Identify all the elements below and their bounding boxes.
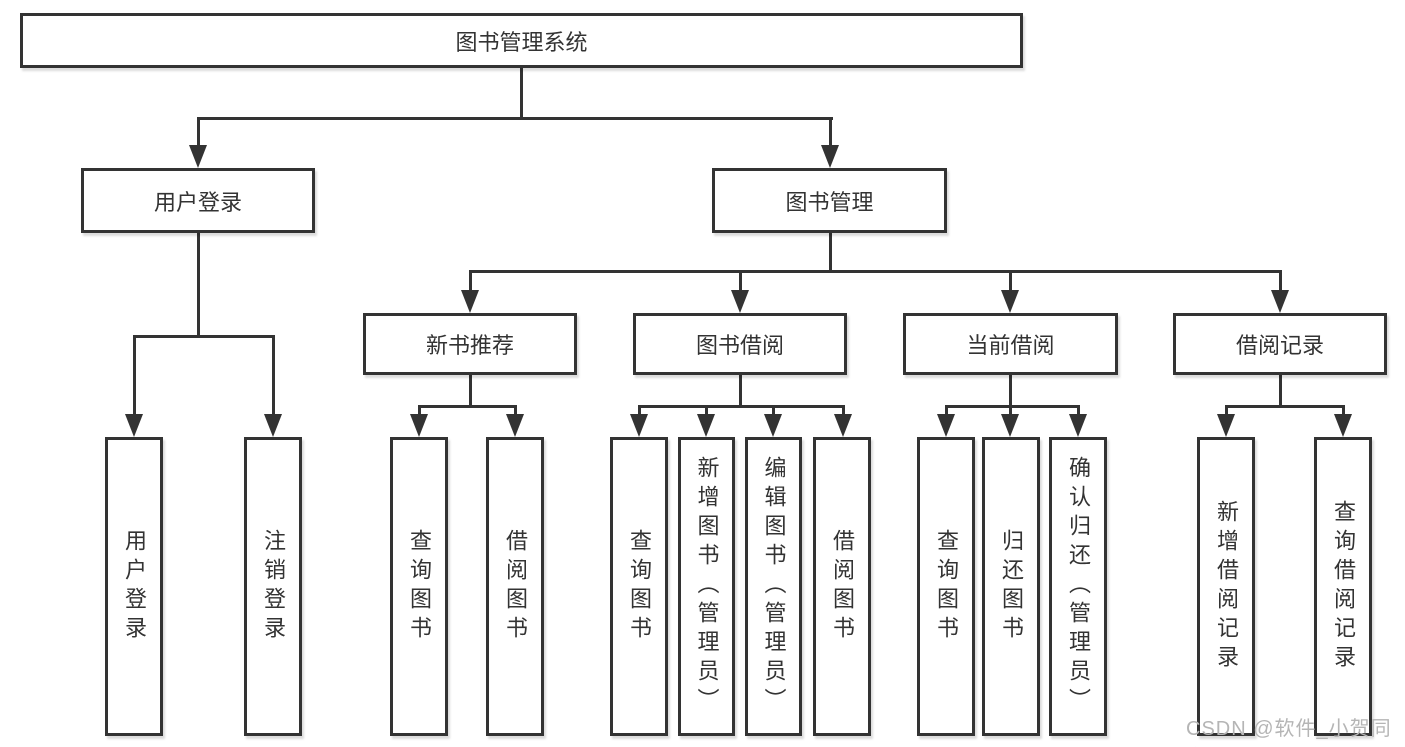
node-new-book-recommend: 新书推荐 — [363, 313, 577, 375]
node-borrow-books-1: 借阅图书 — [486, 437, 544, 736]
line — [829, 117, 832, 147]
node-user-login: 用户登录 — [81, 168, 315, 233]
line — [842, 405, 845, 416]
line — [1342, 405, 1345, 416]
line — [418, 405, 517, 408]
line — [418, 405, 421, 416]
node-library-management-system: 图书管理系统 — [20, 13, 1023, 68]
node-logout-leaf: 注销登录 — [244, 437, 302, 736]
line — [638, 405, 641, 416]
arrow-down-icon — [461, 290, 479, 313]
line — [1279, 270, 1282, 292]
line — [133, 335, 136, 416]
node-edit-books-admin: 编辑图书（管理员） — [745, 437, 802, 736]
line — [945, 405, 1080, 408]
line — [197, 117, 833, 120]
node-confirm-return-admin: 确认归还（管理员） — [1049, 437, 1107, 736]
node-user-login-leaf: 用户登录 — [105, 437, 163, 736]
line — [772, 405, 775, 416]
arrow-down-icon — [697, 414, 715, 437]
line — [514, 405, 517, 416]
arrow-down-icon — [1271, 290, 1289, 313]
arrow-down-icon — [1069, 414, 1087, 437]
node-borrowing-records: 借阅记录 — [1173, 313, 1387, 375]
line — [197, 117, 200, 147]
line — [469, 270, 1282, 273]
node-query-books-1: 查询图书 — [390, 437, 448, 736]
node-query-books-2: 查询图书 — [610, 437, 668, 736]
line — [133, 335, 275, 338]
line — [638, 405, 845, 408]
line — [197, 233, 200, 337]
arrow-down-icon — [834, 414, 852, 437]
line — [1009, 405, 1012, 416]
line — [739, 375, 742, 408]
line — [469, 270, 472, 292]
line — [945, 405, 948, 416]
line — [1225, 405, 1345, 408]
csdn-watermark: CSDN @软件_小贺同学 — [1186, 718, 1392, 740]
arrow-down-icon — [1217, 414, 1235, 437]
node-add-borrow-record: 新增借阅记录 — [1197, 437, 1255, 736]
arrow-down-icon — [125, 414, 143, 437]
arrow-down-icon — [821, 145, 839, 168]
arrow-down-icon — [506, 414, 524, 437]
line — [829, 233, 832, 273]
line — [469, 375, 472, 408]
node-add-books-admin: 新增图书（管理员） — [678, 437, 735, 736]
arrow-down-icon — [1001, 414, 1019, 437]
arrow-down-icon — [731, 290, 749, 313]
line — [1279, 375, 1282, 408]
arrow-down-icon — [264, 414, 282, 437]
node-return-books: 归还图书 — [982, 437, 1040, 736]
line — [520, 67, 523, 118]
node-borrow-books-2: 借阅图书 — [813, 437, 871, 736]
line — [1009, 270, 1012, 292]
line — [739, 270, 742, 292]
node-current-borrowing: 当前借阅 — [903, 313, 1118, 375]
node-query-borrow-record: 查询借阅记录 — [1314, 437, 1372, 736]
line — [272, 335, 275, 416]
arrow-down-icon — [764, 414, 782, 437]
node-query-books-3: 查询图书 — [917, 437, 975, 736]
line — [1077, 405, 1080, 416]
arrow-down-icon — [189, 145, 207, 168]
arrow-down-icon — [410, 414, 428, 437]
node-book-borrowing: 图书借阅 — [633, 313, 847, 375]
line — [1009, 375, 1012, 408]
node-book-management: 图书管理 — [712, 168, 947, 233]
arrow-down-icon — [1001, 290, 1019, 313]
line — [1225, 405, 1228, 416]
line — [705, 405, 708, 416]
arrow-down-icon — [937, 414, 955, 437]
arrow-down-icon — [630, 414, 648, 437]
arrow-down-icon — [1334, 414, 1352, 437]
